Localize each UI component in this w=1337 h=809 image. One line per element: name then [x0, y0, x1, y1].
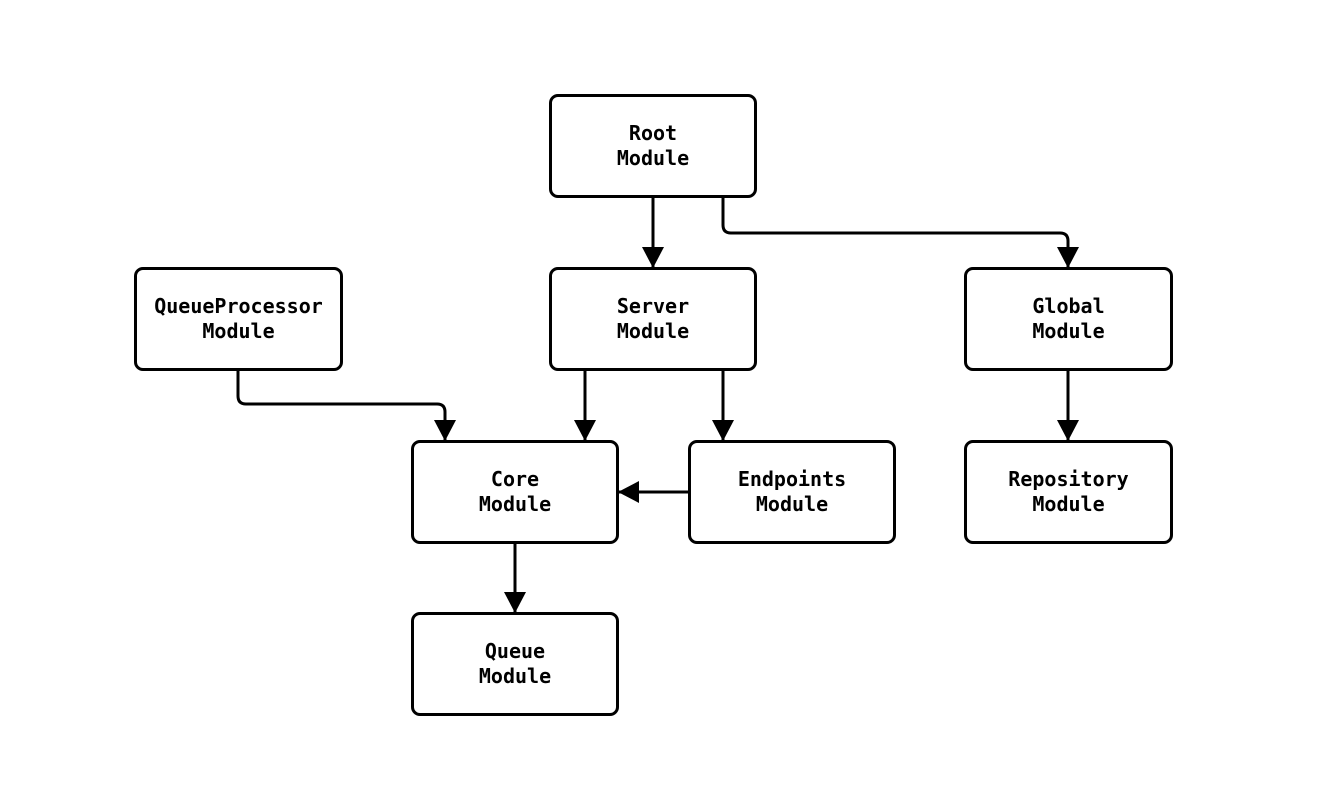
node-endpoints-label-line: Endpoints [737, 467, 847, 491]
node-server-label-line: Module [616, 319, 690, 343]
node-queueprocessor-label-line: Module [202, 319, 275, 343]
edge-queueprocessor-to-core [236, 371, 456, 441]
node-root-label-line: Root [628, 121, 678, 145]
node-queue-label-line: Module [478, 664, 552, 688]
node-server-label-line: Server [616, 294, 690, 318]
node-endpoints-label-line: Module [755, 492, 829, 516]
node-repository-label-line: Repository [1008, 467, 1129, 491]
node-repository-label-line: Module [1032, 492, 1105, 516]
node-queue-label-line: Queue [484, 639, 546, 663]
node-global-label-line: Module [1032, 319, 1105, 343]
node-root-label-line: Module [616, 146, 690, 170]
node-queueprocessor-label-line: QueueProcessor [154, 294, 323, 318]
edge-root-to-global [721, 198, 1079, 268]
node-core-label-line: Core [490, 467, 540, 491]
node-core-label-line: Module [478, 492, 552, 516]
node-global-label-line: Global [1032, 294, 1105, 318]
